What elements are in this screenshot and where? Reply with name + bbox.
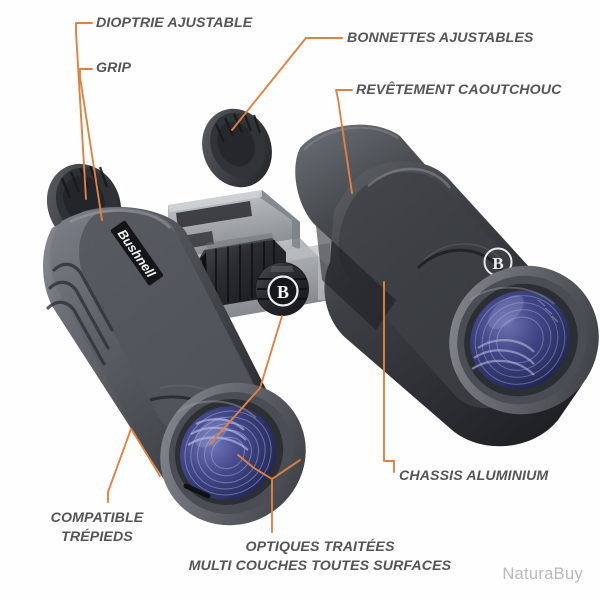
diopter-knob: B (255, 262, 309, 316)
callout-optiques-line1: OPTIQUES TRAITÉES (245, 539, 395, 555)
leader-lines (75, 22, 395, 533)
leader-diopter-knob (209, 315, 283, 445)
bushnell-logo-letter: B (492, 254, 503, 273)
callout-dioptrie-ajustable: DIOPTRIE AJUSTABLE (96, 15, 253, 31)
diopter-logo-letter: B (277, 282, 289, 302)
left-objective-lens (160, 382, 306, 526)
leader-dioptrie (75, 22, 93, 200)
callout-compatible-line1: COMPATIBLE (50, 510, 144, 526)
callout-compatible-trepieds: COMPATIBLE TRÉPIEDS (37, 509, 157, 546)
right-eyecup (202, 108, 272, 188)
leader-compatible (107, 428, 132, 503)
leader-chassis (383, 281, 395, 473)
callout-revetement-caoutchouc: REVÊTEMENT CAOUTCHOUC (356, 82, 562, 98)
callout-grip: GRIP (96, 60, 132, 76)
leader-optiques-lens (237, 454, 273, 533)
leader-bonnettes (231, 37, 343, 131)
callout-optiques-line2: MULTI COUCHES TOUTES SURFACES (188, 557, 452, 574)
callout-optiques-traitees: OPTIQUES TRAITÉES MULTI COUCHES TOUTES S… (170, 538, 470, 575)
leader-tripod-mount (131, 429, 161, 477)
right-objective-lens (449, 265, 599, 415)
callout-bonnettes-ajustables: BONNETTES AJUSTABLES (347, 30, 534, 46)
leader-revetement (335, 89, 353, 194)
leader-optiques-branch (271, 459, 301, 480)
callout-compatible-line2: TRÉPIEDS (61, 528, 133, 545)
naturabuy-watermark: NaturaBuy (502, 565, 583, 583)
callout-chassis-aluminium: CHASSIS ALUMINIUM (399, 468, 549, 484)
leader-grip (79, 68, 103, 221)
